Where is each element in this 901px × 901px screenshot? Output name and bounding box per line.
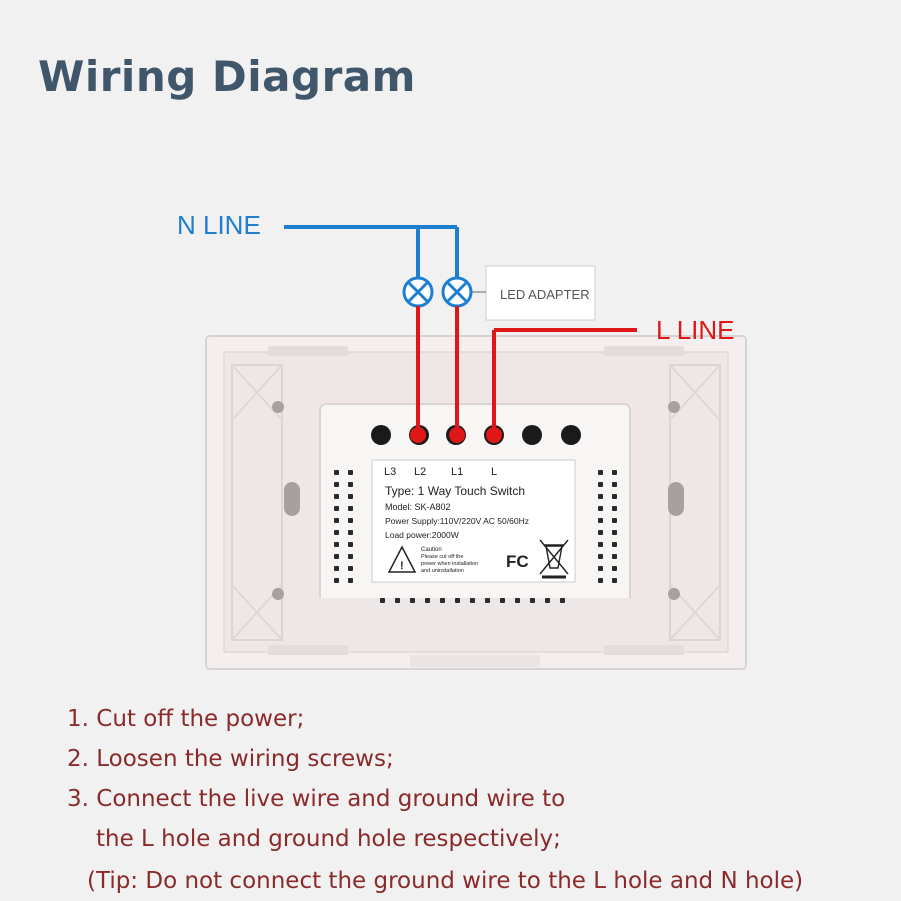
vent-hole (440, 598, 445, 603)
vent-hole (612, 518, 617, 523)
caution-triangle-icon (387, 545, 417, 573)
vent-hole (598, 494, 603, 499)
instruction-step-1: 1. Cut off the power; (67, 706, 305, 732)
vent-hole (515, 598, 520, 603)
l-line-label: L LINE (656, 315, 735, 345)
terminal-label-l2: L2 (414, 466, 426, 478)
vent-hole (598, 554, 603, 559)
n-line-label: N LINE (177, 210, 261, 240)
vent-hole (612, 578, 617, 583)
svg-text:!: ! (400, 560, 404, 572)
vent-hole (612, 554, 617, 559)
mounting-holes (272, 401, 684, 600)
terminal-label-l3: L3 (384, 466, 396, 478)
vent-hole (545, 598, 550, 603)
vent-hole (334, 494, 339, 499)
vent-hole (334, 542, 339, 547)
vent-hole (334, 530, 339, 535)
instruction-step-2: 2. Loosen the wiring screws; (67, 746, 394, 772)
vent-hole (598, 542, 603, 547)
terminal-label-l: L (491, 466, 497, 478)
l-line-wire (416, 306, 637, 433)
vent-hole (612, 542, 617, 547)
vent-hole (348, 494, 353, 499)
caution-line-3: and uninstallation (421, 568, 464, 574)
vent-hole (500, 598, 505, 603)
vent-hole (334, 566, 339, 571)
vent-hole (598, 578, 603, 583)
vent-hole (530, 598, 535, 603)
terminal-hole-l3 (371, 425, 391, 445)
instruction-tip: (Tip: Do not connect the ground wire to … (87, 868, 804, 894)
vent-hole (485, 598, 490, 603)
vent-hole (334, 578, 339, 583)
vent-hole (598, 518, 603, 523)
led-adapter-label: LED ADAPTER (500, 287, 590, 302)
vent-hole (348, 578, 353, 583)
vent-hole (348, 470, 353, 475)
caution-line-2: power when installation (421, 561, 478, 567)
vent-hole (348, 566, 353, 571)
wire-contact-dots (410, 427, 502, 443)
vent-hole (612, 482, 617, 487)
vent-hole (334, 518, 339, 523)
vent-hole (612, 566, 617, 571)
vent-hole (348, 554, 353, 559)
vent-holes (334, 470, 617, 603)
vent-hole (410, 598, 415, 603)
plate-load-power: Load power:2000W (385, 530, 459, 540)
vent-hole (598, 566, 603, 571)
vent-hole (334, 482, 339, 487)
vent-hole (380, 598, 385, 603)
lamp-symbol-icon (402, 276, 434, 308)
vent-hole (425, 598, 430, 603)
vent-hole (612, 494, 617, 499)
vent-hole (598, 530, 603, 535)
vent-hole (612, 506, 617, 511)
fcc-icon: FC (506, 552, 529, 571)
plate-model: Model: SK-A802 (385, 502, 451, 512)
instruction-step-3-continued: the L hole and ground hole respectively; (96, 826, 561, 852)
plate-power-supply: Power Supply:110V/220V AC 50/60Hz (385, 516, 529, 526)
weee-bin-icon (539, 539, 569, 579)
terminal-hole-5 (522, 425, 542, 445)
lamp-symbol-icon (441, 276, 473, 308)
vent-hole (612, 530, 617, 535)
terminal-label-l1: L1 (451, 466, 463, 478)
vent-hole (334, 506, 339, 511)
vent-hole (395, 598, 400, 603)
n-line-wire (284, 225, 459, 277)
label-plate: L3 L2 L1 L Type: 1 Way Touch Switch Mode… (371, 459, 576, 583)
terminal-hole-6 (561, 425, 581, 445)
vent-hole (348, 530, 353, 535)
led-adapter: LED ADAPTER (466, 265, 596, 321)
vent-hole (348, 506, 353, 511)
vent-hole (348, 482, 353, 487)
vent-hole (598, 482, 603, 487)
vent-hole (612, 470, 617, 475)
vent-hole (470, 598, 475, 603)
vent-hole (598, 506, 603, 511)
vent-hole (560, 598, 565, 603)
vent-hole (455, 598, 460, 603)
vent-hole (334, 554, 339, 559)
instruction-step-3: 3. Connect the live wire and ground wire… (67, 786, 566, 812)
plate-type: Type: 1 Way Touch Switch (385, 484, 525, 498)
caution-title: Caution (421, 547, 442, 553)
vent-hole (598, 470, 603, 475)
vent-hole (348, 518, 353, 523)
vent-hole (348, 542, 353, 547)
vent-hole (334, 470, 339, 475)
page-title: Wiring Diagram (38, 52, 416, 101)
caution-line-1: Please cut off the (421, 554, 463, 560)
